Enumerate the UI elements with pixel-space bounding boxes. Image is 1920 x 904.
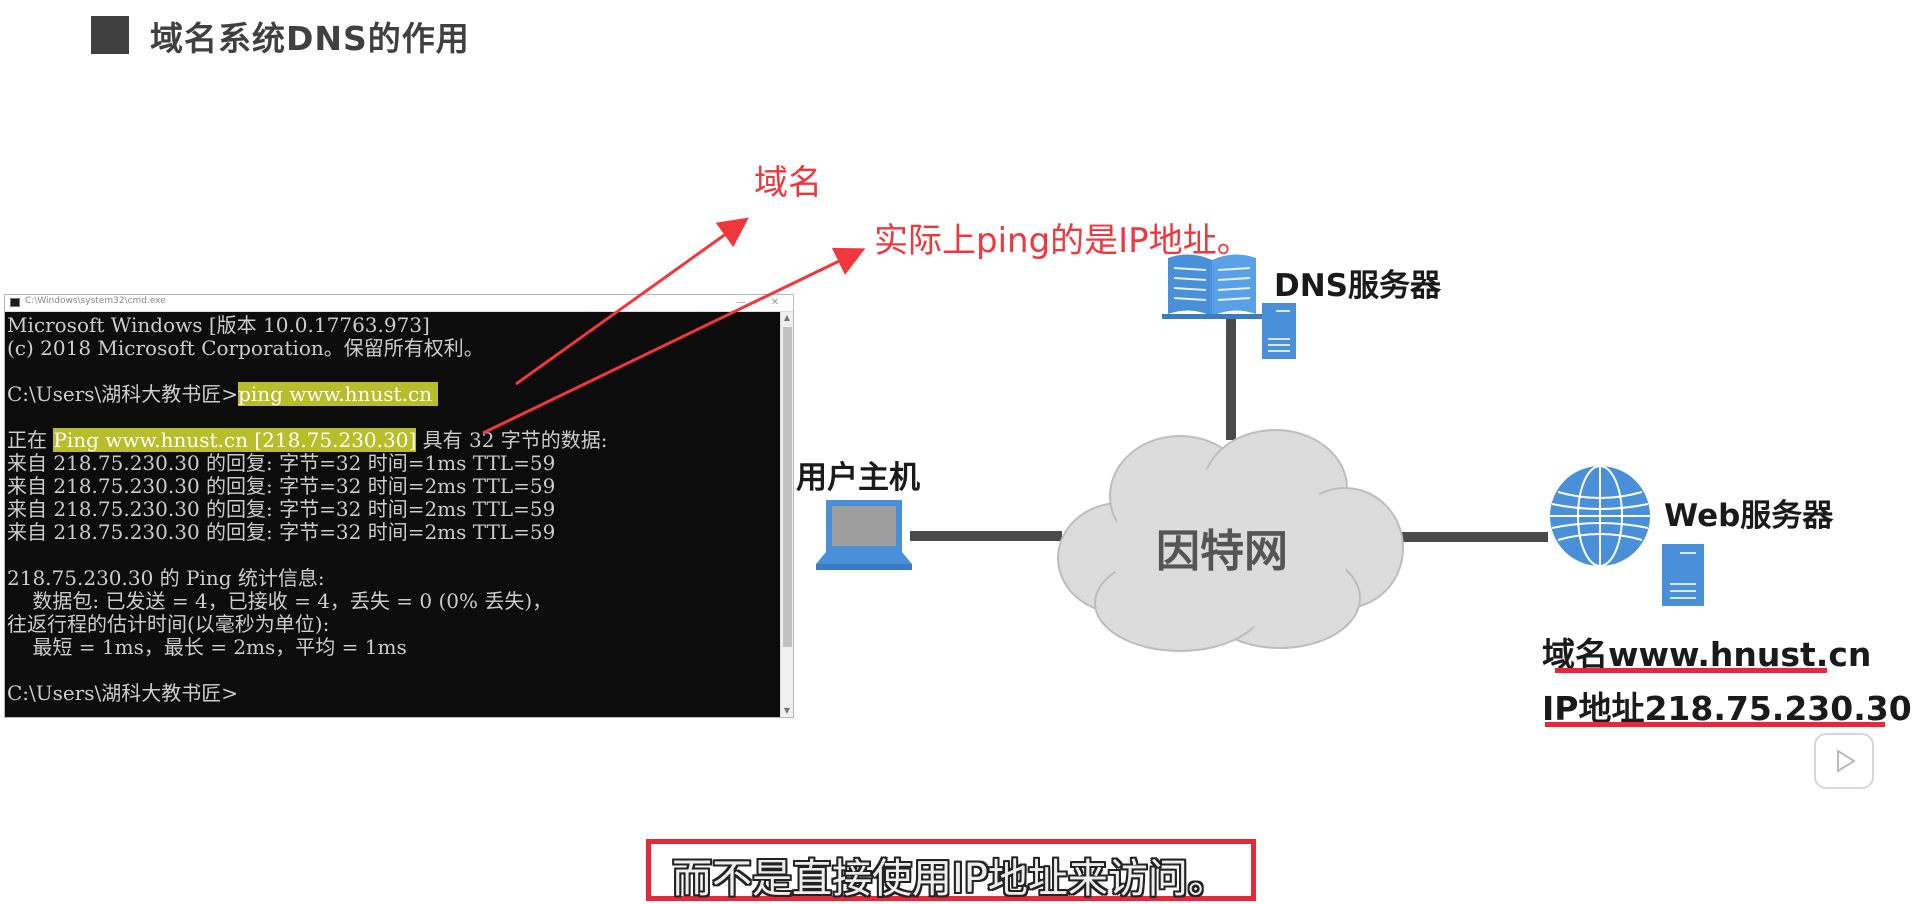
cmd-window-title: C:\Windows\system32\cmd.exe <box>25 296 166 306</box>
arrow-to-ip-note <box>482 247 866 435</box>
dns-directory-book-icon <box>1162 254 1262 319</box>
cable-dns-internet <box>1226 318 1236 440</box>
close-button[interactable]: ✕ <box>770 297 780 308</box>
web-domain-text: 域名www.hnust.cn <box>1542 635 1872 674</box>
console-line: 来自 218.75.230.30 的回复: 字节=32 时间=2ms TTL=5… <box>7 497 556 521</box>
scroll-down-arrow-icon[interactable]: ▼ <box>783 706 791 715</box>
play-icon <box>1837 749 1856 773</box>
user-host-label: 用户主机 <box>796 460 920 496</box>
console-line: 来自 218.75.230.30 的回复: 字节=32 时间=2ms TTL=5… <box>7 520 556 544</box>
console-ping-target: Ping www.hnust.cn [218.75.230.30] <box>53 428 417 452</box>
console-line: 最短 = 1ms，最长 = 2ms，平均 = 1ms <box>7 635 407 659</box>
arrow-to-domain <box>515 217 749 386</box>
scroll-up-arrow-icon[interactable]: ▲ <box>783 313 791 322</box>
console-prompt: C:\Users\湖科大教书匠> <box>7 382 239 406</box>
web-server-tower-icon <box>1662 544 1704 606</box>
slide-title: 域名系统DNS的作用 <box>150 19 470 58</box>
dns-server-label: DNS服务器 <box>1274 268 1442 304</box>
play-button[interactable] <box>1814 733 1874 789</box>
console-line: Microsoft Windows [版本 10.0.17763.973] <box>7 313 430 337</box>
console-line: 来自 218.75.230.30 的回复: 字节=32 时间=2ms TTL=5… <box>7 474 556 498</box>
laptop-icon <box>816 500 912 570</box>
console-text: 正在 <box>7 428 54 452</box>
title-bullet-square <box>91 16 129 54</box>
console-line: C:\Users\湖科大教书匠>ping www.hnust.cn <box>7 382 439 406</box>
annotation-domain: 域名 <box>754 163 822 203</box>
dns-server-tower-icon <box>1262 303 1296 359</box>
console-text: 具有 32 字节的数据: <box>416 428 608 452</box>
web-ip-text: IP地址218.75.230.30 <box>1542 689 1912 728</box>
annotation-ip-note: 实际上ping的是IP地址。 <box>874 221 1251 261</box>
internet-cloud-icon <box>1057 429 1404 652</box>
cable-internet-web <box>1388 532 1548 542</box>
console-line: (c) 2018 Microsoft Corporation。保留所有权利。 <box>7 336 484 360</box>
ip-underline <box>1545 722 1885 727</box>
console-line: 往返行程的估计时间(以毫秒为单位): <box>7 612 330 636</box>
cmd-icon <box>10 298 20 307</box>
console-line: C:\Users\湖科大教书匠> <box>7 681 239 705</box>
minimize-button[interactable]: — <box>736 297 746 308</box>
video-subtitle: 而不是直接使用IP地址来访问。 <box>672 856 1228 902</box>
cmd-scroll-thumb[interactable] <box>783 327 792 647</box>
internet-label: 因特网 <box>1156 526 1288 577</box>
domain-underline <box>1555 668 1827 673</box>
console-line: 正在 Ping www.hnust.cn [218.75.230.30] 具有 … <box>7 428 608 452</box>
console-line: 218.75.230.30 的 Ping 统计信息: <box>7 566 325 590</box>
web-server-label: Web服务器 <box>1664 498 1834 534</box>
globe-icon <box>1550 465 1650 567</box>
console-ping-command: ping www.hnust.cn <box>238 382 439 406</box>
cmd-titlebar[interactable]: C:\Windows\system32\cmd.exe — ✕ <box>5 295 793 312</box>
subtitle-highlight-box <box>646 839 1256 901</box>
cmd-window[interactable]: C:\Windows\system32\cmd.exe — ✕ ▲ ▼ Micr… <box>4 294 794 718</box>
console-line: 数据包: 已发送 = 4，已接收 = 4，丢失 = 0 (0% 丢失)， <box>7 589 553 613</box>
cable-user-internet <box>910 531 1062 541</box>
console-line: 来自 218.75.230.30 的回复: 字节=32 时间=1ms TTL=5… <box>7 451 556 475</box>
